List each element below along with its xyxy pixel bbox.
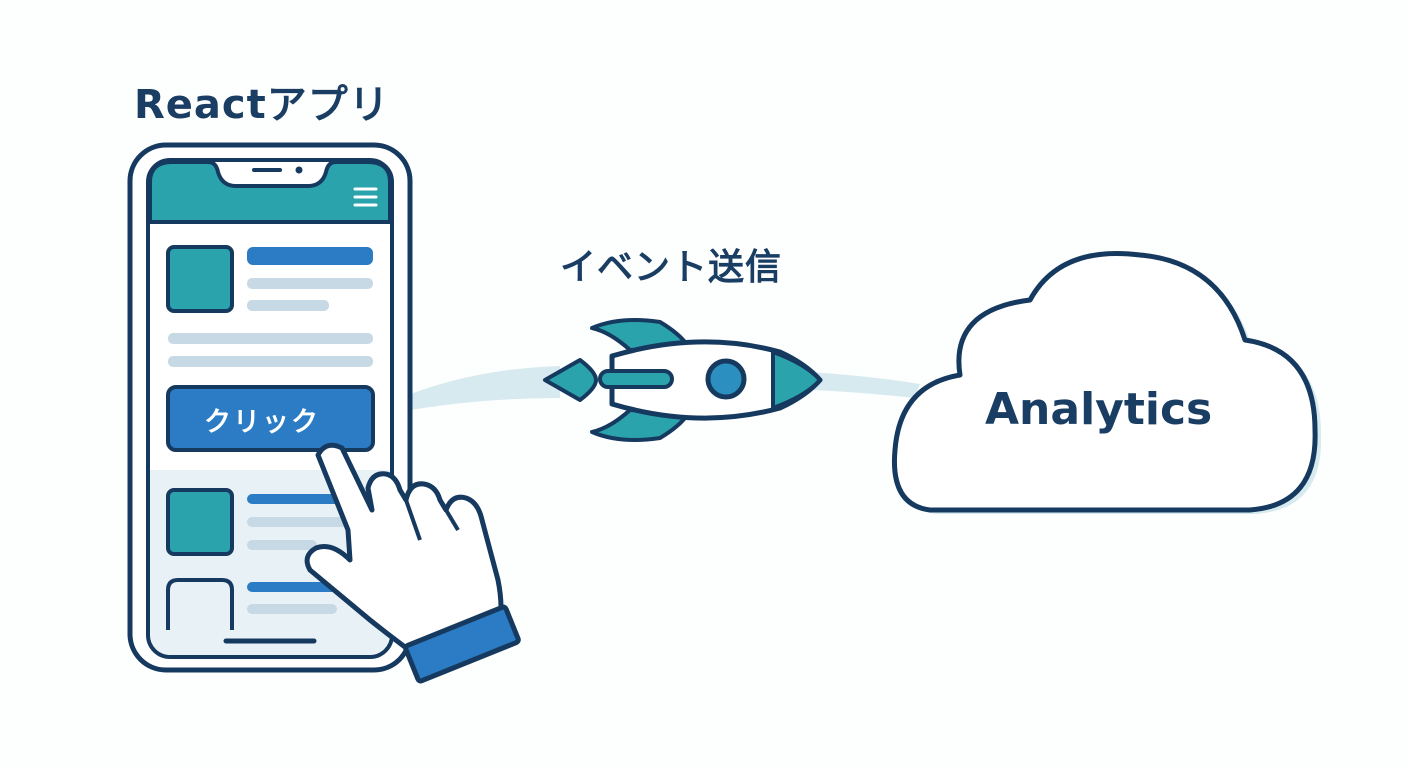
click-button-label[interactable]: クリック bbox=[204, 407, 320, 438]
app-title: Reactアプリ bbox=[134, 82, 390, 128]
click-button bbox=[166, 385, 375, 452]
hand-pointer-icon bbox=[304, 442, 521, 684]
rocket-icon bbox=[543, 318, 823, 442]
phone-icon bbox=[127, 142, 413, 673]
analytics-label: Analytics bbox=[985, 384, 1213, 435]
event-label: イベント送信 bbox=[560, 247, 783, 288]
hamburger-menu-icon[interactable] bbox=[353, 187, 378, 207]
cloud-icon bbox=[891, 250, 1322, 514]
